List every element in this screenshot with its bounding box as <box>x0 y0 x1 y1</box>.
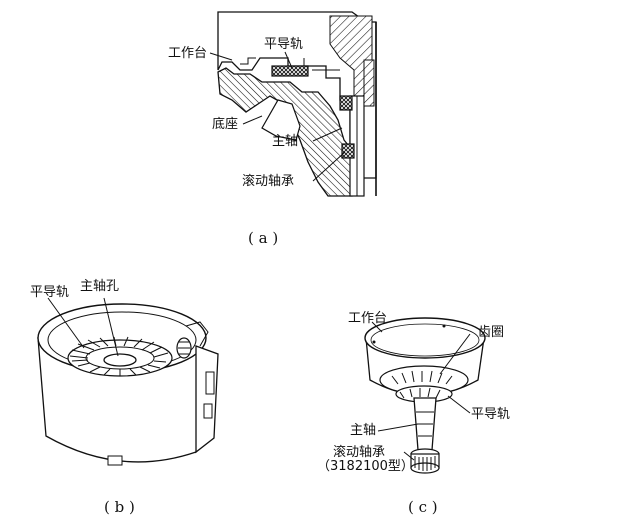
label-spindle-c: 主轴 <box>350 423 376 438</box>
flat-guide-strip <box>271 65 309 77</box>
gear-ring <box>379 365 469 395</box>
label-gear-ring-c: 齿圈 <box>478 325 504 340</box>
lower-bearing <box>341 143 355 159</box>
label-bearing-model-c: （3182100型） <box>317 459 414 474</box>
label-rolling-bearing-a: 滚动轴承 <box>242 173 294 189</box>
caption-a: ( a ) <box>248 229 278 247</box>
figure-a-section-view: 工作台 平导轨 底座 主轴 滚动轴承 ( a ) <box>168 11 377 247</box>
caption-c: ( c ) <box>408 498 438 516</box>
caption-b: ( b ) <box>104 498 135 516</box>
label-flat-guide-c: 平导轨 <box>471 407 510 422</box>
figure-c-worktable-view: 工作台 齿圈 平导轨 主轴 滚动轴承 （3182100型） ( c ) <box>317 311 510 516</box>
label-base-a: 底座 <box>212 116 238 132</box>
spindle-hole <box>103 353 137 367</box>
label-spindle-a: 主轴 <box>272 134 298 149</box>
upper-bearing <box>339 95 353 111</box>
label-worktable-c: 工作台 <box>348 311 387 326</box>
label-spindle-hole-b: 主轴孔 <box>80 279 119 294</box>
figure-b-base-view: 平导轨 主轴孔 ( b ) <box>30 279 219 516</box>
label-flat-guide-b: 平导轨 <box>30 285 69 300</box>
label-rolling-bearing-c: 滚动轴承 <box>333 444 385 460</box>
label-worktable-a: 工作台 <box>168 46 207 61</box>
rolling-bearing-c <box>410 448 440 474</box>
label-flat-guide-a: 平导轨 <box>264 37 303 52</box>
